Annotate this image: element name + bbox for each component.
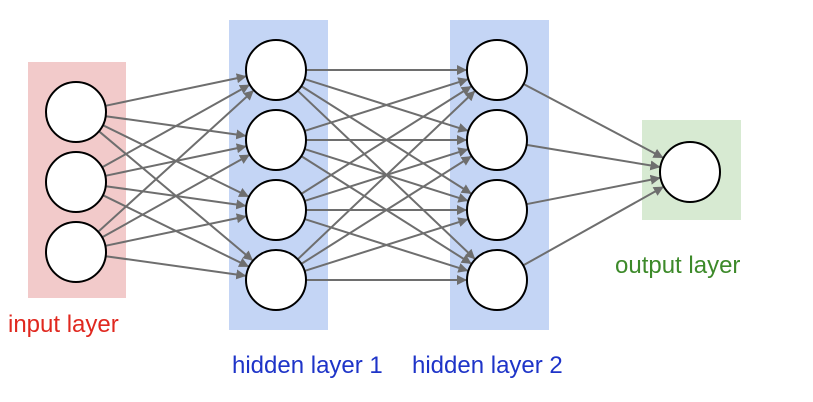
connection-hidden1-3-to-hidden2-2 bbox=[304, 217, 469, 272]
hidden-layer-1-label: hidden layer 1 bbox=[232, 352, 383, 379]
connection-hidden2-2-to-output-0 bbox=[526, 174, 661, 206]
hidden1-neuron-3 bbox=[245, 179, 307, 241]
hidden-layer-2-label: hidden layer 2 bbox=[412, 352, 563, 379]
connection-hidden1-1-to-hidden2-0 bbox=[304, 77, 469, 132]
input-neuron-3 bbox=[45, 221, 107, 283]
connections bbox=[97, 65, 664, 285]
connection-hidden1-3-to-hidden2-0 bbox=[297, 90, 476, 261]
connection-input-1-to-hidden1-0 bbox=[101, 84, 250, 169]
hidden1-neuron-2 bbox=[245, 109, 307, 171]
hidden2-neuron-2 bbox=[466, 109, 528, 171]
connection-hidden1-2-to-hidden2-0 bbox=[300, 85, 472, 195]
hidden1-neuron-4 bbox=[245, 249, 307, 311]
hidden2-neuron-3 bbox=[466, 179, 528, 241]
connection-input-2-to-hidden1-1 bbox=[101, 154, 250, 239]
output-layer-label: output layer bbox=[615, 252, 741, 279]
connection-hidden2-0-to-output-0 bbox=[523, 83, 664, 159]
input-neuron-2 bbox=[45, 151, 107, 213]
input-layer-label: input layer bbox=[8, 311, 119, 338]
hidden1-neuron-1 bbox=[245, 39, 307, 101]
output-neuron-1 bbox=[659, 141, 721, 203]
neurons bbox=[45, 39, 721, 311]
hidden2-neuron-1 bbox=[466, 39, 528, 101]
connection-input-2-to-hidden1-0 bbox=[97, 90, 254, 233]
connection-input-2-to-hidden1-3 bbox=[105, 255, 247, 280]
connection-hidden1-3-to-hidden2-1 bbox=[300, 155, 472, 265]
connection-hidden2-1-to-output-0 bbox=[526, 143, 661, 171]
hidden2-neuron-4 bbox=[466, 249, 528, 311]
connection-hidden2-3-to-output-0 bbox=[522, 186, 664, 267]
connection-input-0-to-hidden1-0 bbox=[105, 73, 247, 107]
connection-input-2-to-hidden1-2 bbox=[105, 213, 247, 247]
input-neuron-1 bbox=[45, 81, 107, 143]
